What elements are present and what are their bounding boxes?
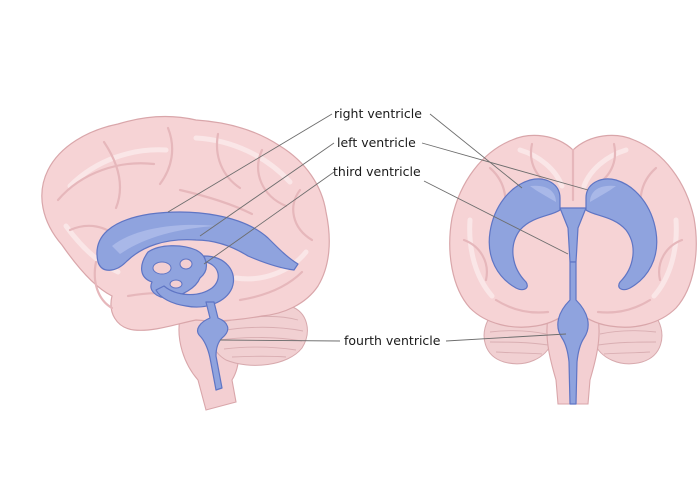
coronal-cerebellum	[483, 317, 663, 365]
leader-fourth-ventricle-coronal	[445, 333, 567, 342]
leader-right-ventricle-coronal	[429, 113, 523, 189]
leader-third-ventricle-sagittal	[203, 171, 335, 265]
sagittal-ventricles	[96, 211, 299, 391]
sagittal-brain-view	[41, 115, 330, 411]
leader-left-ventricle-coronal	[421, 142, 589, 191]
label-third-ventricle: third ventricle	[333, 164, 421, 179]
leader-third-ventricle-coronal	[423, 180, 569, 255]
coronal-brain-view	[449, 134, 697, 405]
labels: right ventricle left ventricle third ven…	[333, 106, 441, 348]
leader-left-ventricle-sagittal	[199, 142, 335, 237]
leader-right-ventricle-sagittal	[167, 113, 333, 213]
label-right-ventricle: right ventricle	[334, 106, 422, 121]
label-fourth-ventricle: fourth ventricle	[344, 333, 441, 348]
coronal-ventricles	[488, 178, 658, 405]
leader-lines	[167, 113, 589, 342]
label-left-ventricle: left ventricle	[337, 135, 416, 150]
leader-fourth-ventricle-sagittal	[219, 339, 341, 342]
